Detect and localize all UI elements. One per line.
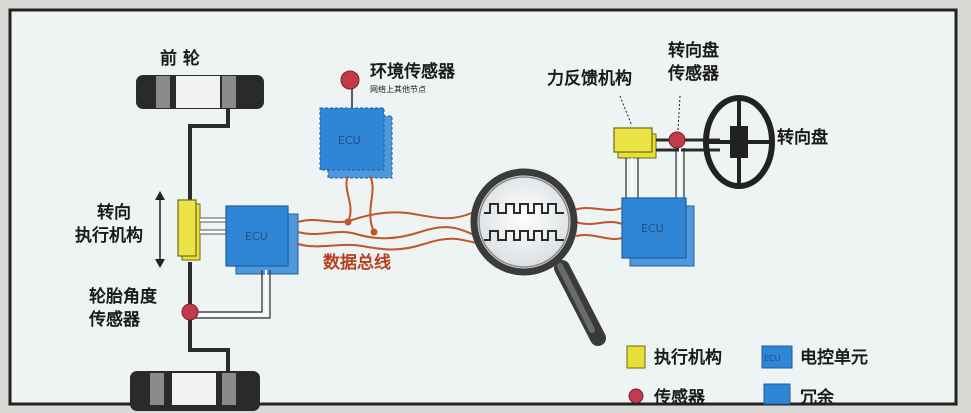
legend-ecu-label: 电控单元 xyxy=(800,347,868,368)
front-wheel xyxy=(136,75,264,109)
actuator-ecu-wires xyxy=(200,218,226,234)
steer-actuator-label-1: 转向 xyxy=(97,202,131,223)
legend-ecu-icon-text: ECU xyxy=(764,354,781,363)
tire-angle-sensor xyxy=(181,303,199,321)
ecu-right-label: ECU xyxy=(641,222,664,235)
data-bus-label: 数据总线 xyxy=(323,252,391,273)
legend-redundant-label: 冗余 xyxy=(800,387,835,408)
env-sensor-sublabel: 网络上其他节点 xyxy=(370,84,426,94)
steering-wheel xyxy=(703,95,775,189)
tire-sensor-label-2: 传感器 xyxy=(88,309,141,330)
ecu-left: ECU xyxy=(225,205,299,275)
ecu-right: ECU xyxy=(621,197,695,267)
legend: 执行机构 ECU 电控单元 传感器 冗余 xyxy=(626,345,868,408)
steering-sensor-label-2: 传感器 xyxy=(667,63,720,84)
steering-wheel-label: 转向盘 xyxy=(777,127,828,148)
legend-actuator-swatch xyxy=(626,345,646,369)
steering-wheel-sensor xyxy=(668,131,686,149)
legend-redundant-swatch xyxy=(763,383,791,405)
tire-sensor-label-1: 轮胎角度 xyxy=(89,286,158,307)
force-feedback-label: 力反馈机构 xyxy=(547,68,632,89)
force-feedback-actuator xyxy=(613,127,657,159)
ecu-top-label: ECU xyxy=(338,134,361,147)
ecu-left-label: ECU xyxy=(245,230,268,243)
environment-sensor xyxy=(340,70,360,90)
env-sensor-label: 环境传感器 xyxy=(370,61,456,82)
legend-actuator-label: 执行机构 xyxy=(654,347,722,368)
steer-actuator-label-2: 执行机构 xyxy=(75,225,143,246)
data-bus xyxy=(297,175,623,251)
tire-sensor-wires xyxy=(192,270,271,319)
steer-actuator xyxy=(177,199,201,261)
legend-sensor-swatch xyxy=(628,388,644,404)
steering-sensor-label-1: 转向盘 xyxy=(668,40,719,61)
front-wheel-label: 前 轮 xyxy=(160,48,200,69)
magnifier xyxy=(470,168,606,346)
legend-ecu-swatch xyxy=(761,345,793,369)
legend-sensor-label: 传感器 xyxy=(653,387,706,408)
rear-wheel xyxy=(130,371,260,411)
ecu-top: ECU xyxy=(319,107,393,179)
right-ecu-wires xyxy=(625,148,685,200)
